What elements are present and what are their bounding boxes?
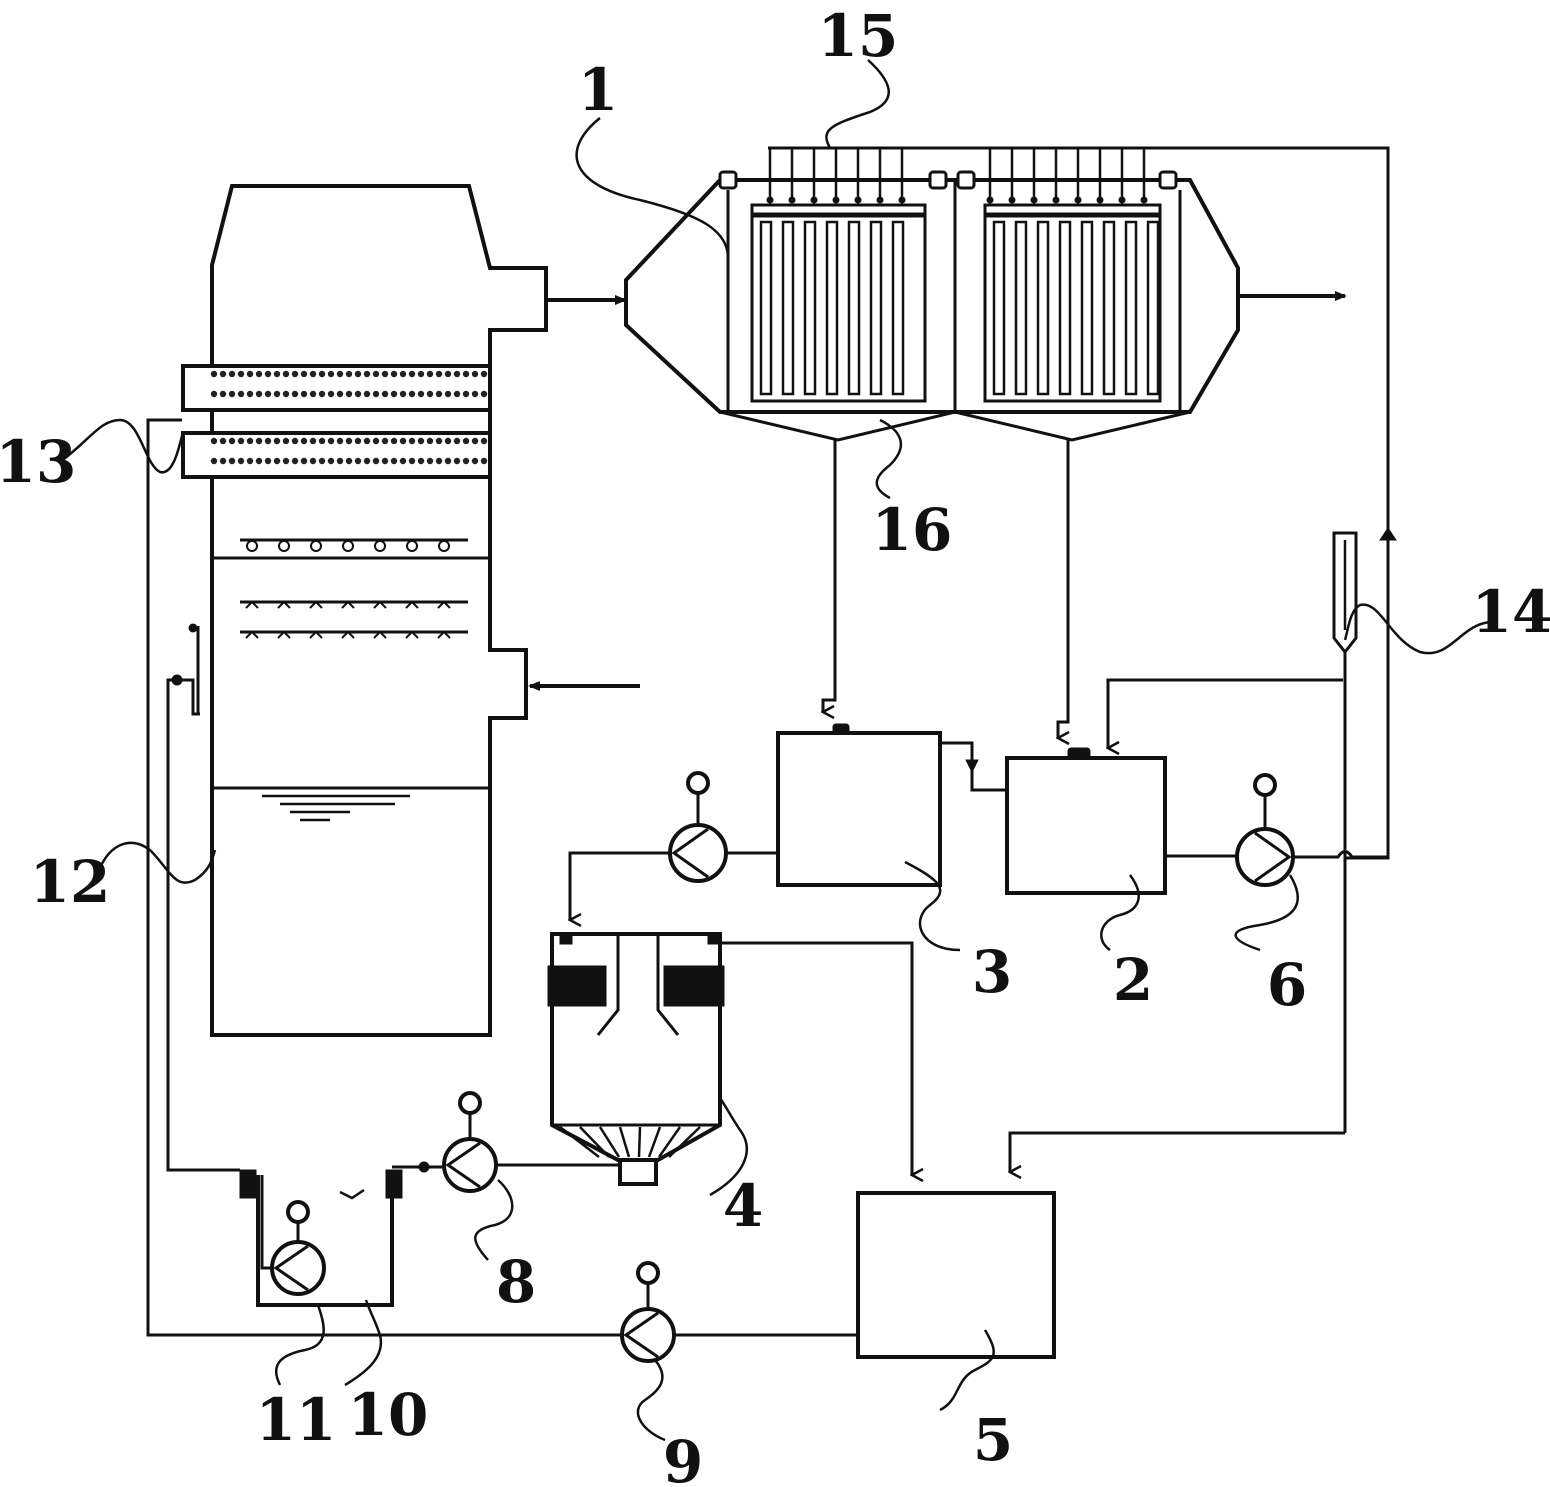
pump-11: [270, 1200, 326, 1296]
label-15: 15: [818, 2, 899, 70]
tank-10: [239, 1169, 403, 1307]
tank-5: [856, 1191, 1056, 1359]
label-5: 5: [973, 1406, 1013, 1474]
drain-line-left: [823, 440, 837, 712]
drain-line-right: [1058, 440, 1068, 738]
pump-11-suction: [260, 1175, 272, 1270]
pump-3: [668, 771, 728, 883]
label-3: 3: [972, 938, 1012, 1006]
label-1: 1: [578, 56, 618, 124]
spray-layers: [212, 538, 490, 639]
pump-9-discharge-to-demister: [146, 418, 622, 1337]
label-10: 10: [348, 1381, 429, 1449]
settler-4: [547, 932, 725, 1186]
demister-layers: [181, 364, 492, 479]
tank-3-inlet: [832, 723, 850, 735]
label-12: 12: [30, 848, 111, 916]
settler-overflow-to-5: [722, 941, 912, 1175]
absorption-tower: [210, 184, 548, 1037]
pump-6-discharge: [1293, 850, 1388, 859]
pump-3-discharge: [570, 851, 670, 920]
label-4: 4: [723, 1172, 763, 1240]
pump-8: [442, 1091, 498, 1193]
tank-3: [776, 731, 942, 887]
recirc-to-spray: [166, 678, 240, 1172]
label-13: 13: [0, 428, 76, 496]
label-14: 14: [1472, 578, 1550, 646]
tank-2-inlet: [1067, 747, 1091, 759]
level-indicator-14: [1332, 531, 1358, 1133]
feed-line-14-to-2: [1108, 678, 1343, 748]
label-9: 9: [663, 1428, 703, 1487]
label-16: 16: [872, 496, 953, 564]
wet-electrostatic-precipitator: [624, 170, 1240, 442]
line-to-tank-5-right: [1010, 1131, 1345, 1172]
pump-9: [620, 1261, 676, 1363]
label-2: 2: [1113, 946, 1153, 1014]
upflow-arrow: [1379, 527, 1397, 541]
tank-2: [1005, 756, 1167, 895]
label-8: 8: [496, 1248, 536, 1316]
leader-lines: [59, 59, 1491, 1442]
label-11: 11: [256, 1386, 337, 1454]
pump-6: [1235, 773, 1295, 887]
label-6: 6: [1267, 951, 1307, 1019]
